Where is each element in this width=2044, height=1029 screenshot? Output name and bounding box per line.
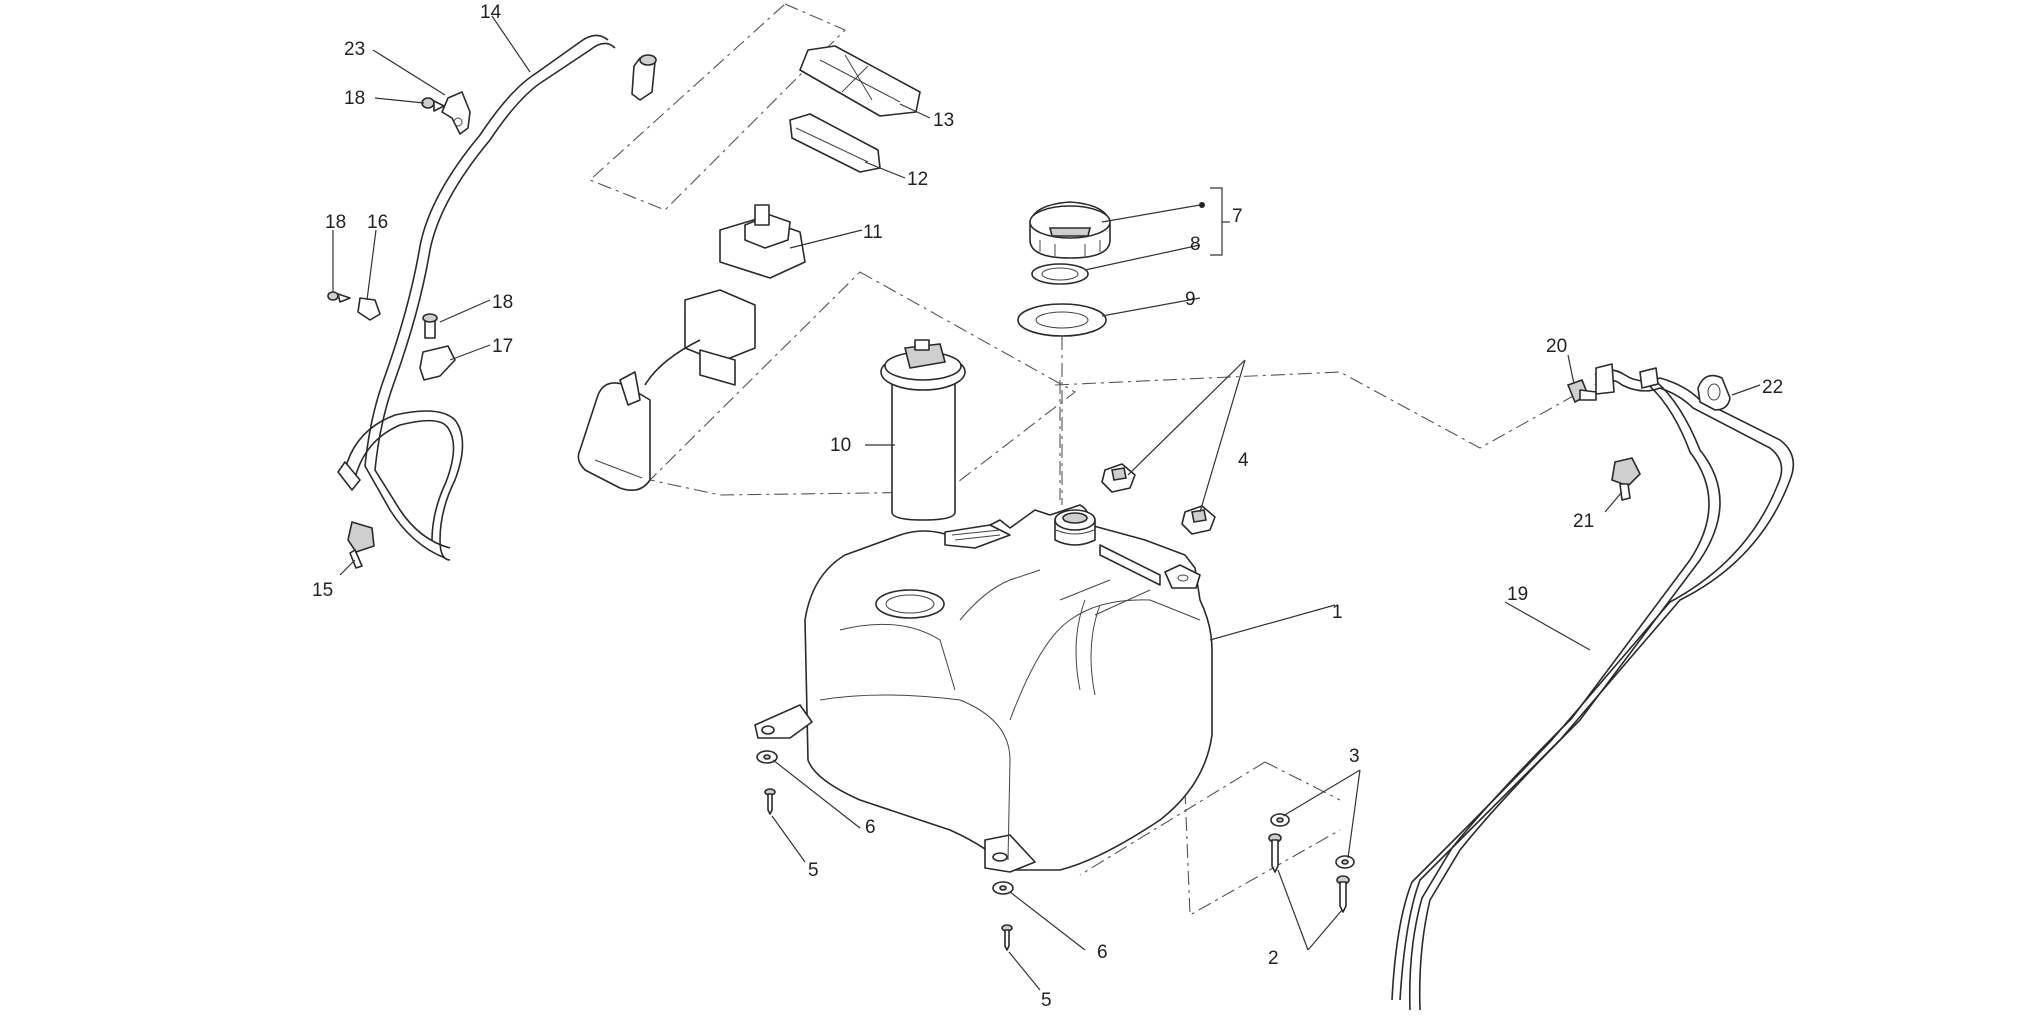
clip-part-4: [1101, 463, 1216, 535]
clip-part-16: [327, 291, 381, 321]
vent-hose-part-14: [337, 34, 616, 561]
fuel-cap-part-7: [1029, 201, 1111, 259]
callout-1: 1: [1332, 602, 1343, 623]
callout-16: 16: [367, 212, 388, 233]
washer-part-6: [756, 750, 1014, 895]
screw-part-18-top: [421, 97, 445, 112]
fuel-pump-part-11: [577, 204, 806, 491]
screw-part-5: [764, 788, 1013, 951]
fitting-part-15: [347, 520, 375, 569]
callout-19: 19: [1507, 584, 1528, 605]
callout-11: 11: [863, 222, 883, 243]
callout-10: 10: [830, 435, 851, 456]
washer-part-3: [1270, 813, 1355, 869]
callout-5b: 5: [1041, 990, 1052, 1011]
callout-labels: 1 2 3 4 5 5 6 6 7 8 9 10 11 12 13 14 15 …: [312, 2, 1783, 1011]
fuel-sender-part-10: [880, 339, 966, 521]
callout-18b: 18: [325, 212, 346, 233]
callout-20: 20: [1546, 336, 1567, 357]
callout-22: 22: [1762, 377, 1783, 398]
hose-part-19: [1391, 363, 1795, 1011]
callout-4: 4: [1238, 450, 1249, 471]
callout-23: 23: [344, 39, 365, 60]
connector-part-20: [1566, 378, 1597, 404]
grommet-part-22: [1697, 374, 1731, 411]
callout-6b: 6: [1097, 942, 1108, 963]
callout-12: 12: [907, 169, 928, 190]
callout-2: 2: [1268, 948, 1279, 969]
callout-9: 9: [1185, 289, 1196, 310]
callout-13: 13: [933, 110, 954, 131]
callout-17: 17: [492, 336, 513, 357]
leader-lines: [332, 15, 1761, 991]
seal-part-8: [1031, 263, 1089, 285]
callout-5a: 5: [808, 860, 819, 881]
hose-connector-top: [631, 54, 657, 101]
callout-8: 8: [1190, 234, 1201, 255]
callout-18a: 18: [344, 88, 365, 109]
bracket-part-23: [441, 91, 471, 135]
callout-6a: 6: [865, 817, 876, 838]
callout-21: 21: [1573, 511, 1594, 532]
assembly-dash-lines: [588, 3, 1576, 916]
callout-7: 7: [1232, 206, 1243, 227]
spacer-part-9: [1017, 303, 1107, 337]
callout-14: 14: [480, 2, 502, 23]
clamp-part-17: [419, 313, 456, 381]
callout-3: 3: [1349, 746, 1360, 767]
fitting-part-21: [1611, 457, 1641, 501]
callout-15: 15: [312, 580, 333, 601]
callout-18c: 18: [492, 292, 513, 313]
bolt-part-2: [1268, 833, 1350, 913]
gasket-part-12: [789, 113, 881, 173]
fuel-tank-part-1: [754, 504, 1213, 873]
